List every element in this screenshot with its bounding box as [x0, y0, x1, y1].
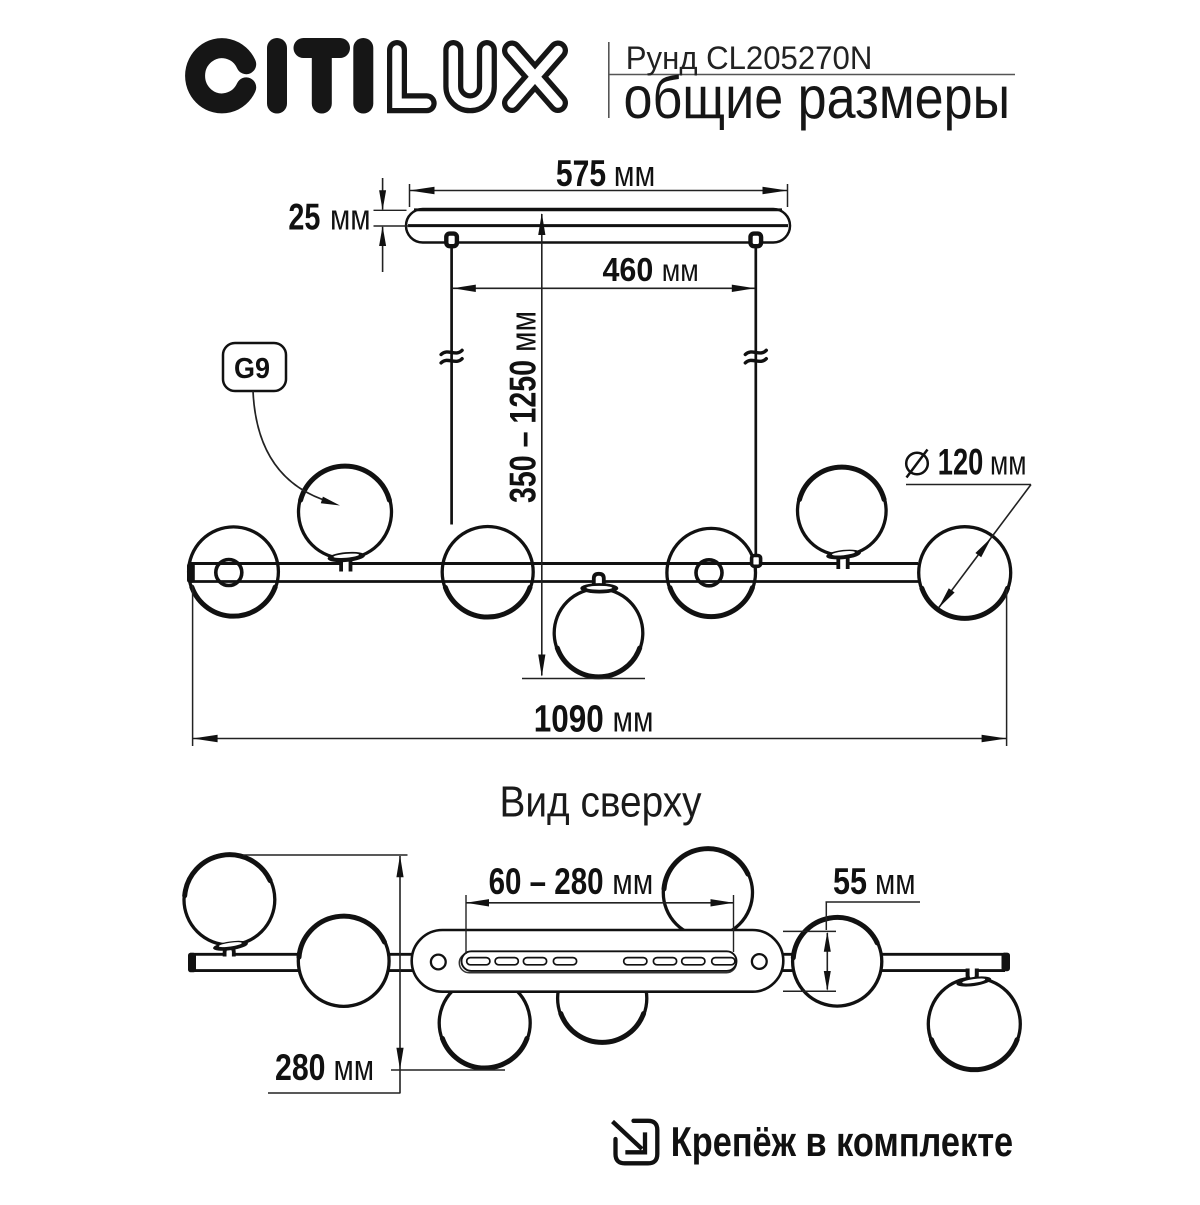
svg-text:мм: мм	[613, 699, 654, 740]
svg-text:мм: мм	[875, 861, 916, 902]
svg-text:мм: мм	[503, 311, 544, 352]
svg-text:Вид сверху: Вид сверху	[500, 779, 702, 827]
svg-text:1090: 1090	[534, 699, 604, 741]
svg-text:460: 460	[603, 251, 654, 288]
svg-text:G9: G9	[234, 353, 270, 385]
svg-text:60 – 280: 60 – 280	[489, 861, 604, 902]
svg-text:575: 575	[556, 153, 606, 194]
svg-text:280: 280	[275, 1047, 326, 1088]
svg-text:общие размеры: общие размеры	[624, 65, 1011, 131]
svg-text:Рунд CL205270N: Рунд CL205270N	[626, 40, 873, 76]
svg-text:мм: мм	[614, 153, 656, 194]
svg-text:мм: мм	[662, 252, 699, 288]
svg-text:120: 120	[938, 442, 984, 483]
svg-text:Крепёж в комплекте: Крепёж в комплекте	[671, 1118, 1013, 1165]
svg-text:350 – 1250: 350 – 1250	[503, 360, 544, 503]
svg-text:мм: мм	[990, 445, 1027, 483]
svg-text:25: 25	[288, 197, 320, 238]
svg-text:мм: мм	[334, 1047, 375, 1088]
svg-text:55: 55	[833, 861, 867, 902]
svg-text:мм: мм	[330, 197, 371, 238]
svg-text:мм: мм	[612, 861, 653, 902]
